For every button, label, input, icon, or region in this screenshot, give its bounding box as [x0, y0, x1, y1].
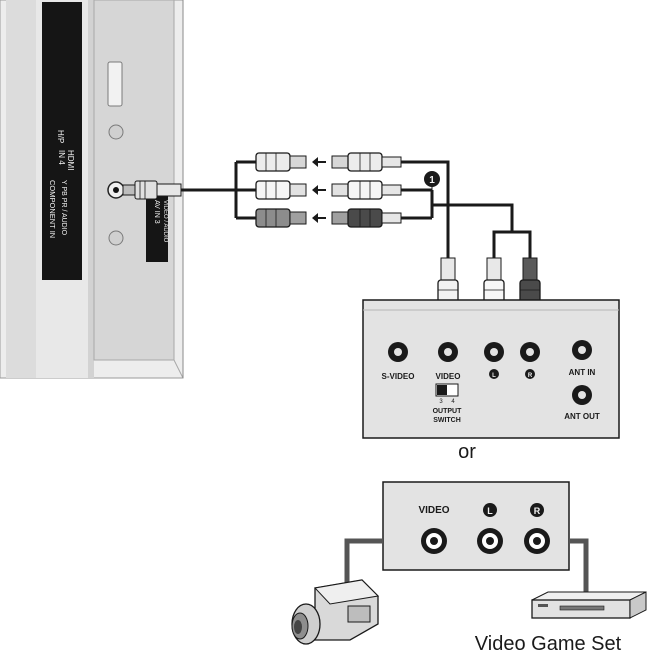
cable-video: [401, 160, 450, 258]
callout-circle: [424, 171, 440, 187]
output-switch-label-1: OUTPUT: [433, 408, 463, 415]
svideo-label: S-VIDEO: [382, 372, 415, 381]
hdmi-label: HDMIIN 4: [57, 150, 75, 170]
or-separator: or: [458, 441, 476, 463]
tv-lower-jack: [108, 230, 124, 246]
hdmi-port: [107, 61, 123, 107]
rca-plug-row-white: [255, 152, 402, 172]
game-console-icon: [531, 591, 647, 619]
game-left-jack: [477, 528, 503, 554]
output-switch-slider: [437, 385, 447, 395]
output-switch-label-2: SWITCH: [433, 417, 461, 424]
game-right-jack: [524, 528, 550, 554]
callout-marker: 1: [424, 171, 440, 198]
vcr-left-badge-text: L: [492, 373, 496, 379]
cable-left: [432, 203, 514, 258]
tv-side-plug: [122, 180, 182, 200]
av-label: AV IN 3: [153, 200, 160, 224]
cable-lines: [181, 160, 532, 258]
rca-plug-row-dark: [255, 208, 402, 228]
switch-4-label: 4: [451, 399, 455, 405]
av-sub-label: VIDEO / AUDIO: [162, 200, 168, 243]
rca-plug-row-light: [255, 180, 402, 200]
cable-right: [512, 230, 532, 258]
ant-out-label: ANT OUT: [564, 412, 600, 421]
headphone-label: H/P: [56, 130, 65, 143]
game-right-badge: [530, 503, 544, 517]
tv-label-strip: [42, 2, 82, 280]
game-right-badge-text: R: [534, 506, 541, 516]
vcr-rear-panel: S-VIDEO VIDEO L R ANT IN ANT OUT 3 4 OUT…: [362, 299, 620, 439]
game-left-badge: [483, 503, 497, 517]
av-label-box: [146, 196, 168, 262]
game-caption: Video Game Set: [475, 633, 622, 655]
component-label: COMPONENT IN: [48, 180, 57, 238]
headphone-jack: [108, 124, 124, 140]
vcr-right-badge-text: R: [528, 373, 533, 379]
switch-3-label: 3: [439, 399, 443, 405]
callout-number: 1: [429, 175, 435, 186]
component-sub-label: Y PB PR / AUDIO: [60, 180, 67, 236]
camcorder-icon: [291, 579, 380, 645]
ant-in-label: ANT IN: [569, 368, 596, 377]
game-video-label: VIDEO: [418, 505, 449, 516]
game-left-badge-text: L: [487, 506, 493, 516]
av-device-panel: VIDEO L R: [382, 481, 570, 571]
vcr-right-badge: [525, 369, 535, 379]
vcr-video-label: VIDEO: [436, 372, 461, 381]
vcr-left-badge: [489, 369, 499, 379]
device-cables: [344, 538, 589, 596]
game-video-jack: [421, 528, 447, 554]
